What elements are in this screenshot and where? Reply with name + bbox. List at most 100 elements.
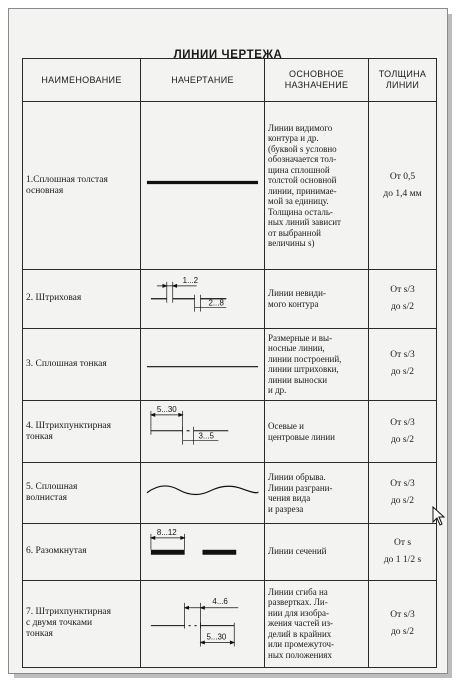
line-name: 7. Штрихпунктирная с двумя точками тонка…: [22, 579, 141, 668]
purpose-text: контура и др.: [268, 133, 319, 143]
table-row: 2. Штриховая 1...2: [22, 269, 437, 329]
dim-label: 5...30: [206, 632, 226, 641]
line-purpose: Размерные и вы- носные линии, линии пост…: [264, 327, 369, 401]
dash-dot-line-svg: 5...30 3...5: [149, 405, 229, 445]
line-name: 4. Штрихпунктирная тонкая: [22, 399, 141, 464]
line-thickness: От 0,5 до 1,4 мм: [368, 101, 437, 270]
line-sample-open: 8...12: [140, 522, 265, 581]
line-name-text: 1.Сплошная толстая: [26, 174, 108, 185]
purpose-text: Линии разграни-: [268, 482, 333, 493]
purpose-text: делий в крайних: [268, 628, 332, 639]
thickness-text: до 1,4 мм: [383, 188, 422, 199]
purpose-text: мого контура: [268, 298, 319, 309]
dim-label: 1...2: [183, 276, 198, 285]
header-name: НАИМЕНОВАНИЕ: [22, 58, 141, 102]
purpose-text: или промежуточ-: [268, 639, 335, 650]
line-name: 5. Сплошная волнистая: [22, 462, 141, 524]
header-purpose-line: ОСНОВНОЕ: [289, 69, 344, 79]
purpose-text: Линии обрыва.: [268, 472, 326, 483]
header-thickness-line: ТОЛЩИНА: [378, 69, 427, 79]
table-row: 6. Разомкнутая 8...12 Линии сечений От s: [22, 522, 437, 581]
thickness-text: От 0,5: [389, 171, 416, 182]
purpose-text: щина сплошной: [268, 164, 330, 175]
open-line-svg: 8...12: [149, 528, 237, 555]
purpose-text: толстой основной: [268, 175, 337, 185]
thickness-text: до 1 1/2 s: [383, 554, 422, 565]
purpose-text: величины s): [268, 238, 315, 248]
line-purpose: Линии обрыва. Линии разграни- чения вида…: [264, 462, 369, 524]
line-purpose: Линии сечений: [264, 522, 369, 581]
purpose-text: жения частей из-: [268, 618, 333, 629]
purpose-text: линии построений,: [268, 353, 342, 364]
thickness-text: до s/2: [390, 626, 415, 637]
purpose-text: ных положениях: [268, 649, 332, 660]
purpose-text: Толщина осталь-: [268, 206, 333, 217]
solid-thin-line-svg: [146, 365, 259, 367]
line-sample-dash-dot: 5...30 3...5: [140, 399, 265, 464]
thickness-text: От s/3: [390, 609, 415, 620]
header-thickness-line: ЛИНИИ: [385, 80, 420, 90]
purpose-text: (буквой s условно: [268, 143, 337, 154]
purpose-text: и разреза: [268, 503, 304, 514]
purpose-text: чения вида: [268, 493, 311, 504]
thickness-text: От s/3: [390, 284, 415, 295]
purpose-text: ных линий зависит: [268, 217, 341, 227]
wavy-line-svg: [146, 485, 259, 496]
purpose-text: развертках. Ли-: [268, 597, 328, 608]
thickness-text: до s/2: [390, 301, 415, 312]
purpose-text: Осевые и: [268, 421, 304, 432]
line-sample-solid-thin: [140, 327, 265, 401]
dim-label: 4...6: [212, 596, 228, 605]
drawing-lines-table: НАИМЕНОВАНИЕ НАЧЕРТАНИЕ ОСНОВНОЕ НАЗНАЧЕ…: [22, 58, 437, 668]
line-name: 1.Сплошная толстая основная: [22, 101, 141, 270]
dim-label: 5...30: [157, 405, 177, 414]
header-purpose: ОСНОВНОЕ НАЗНАЧЕНИЕ: [264, 58, 369, 102]
line-name-text: 7. Штрихпунктирная: [26, 607, 111, 618]
purpose-text: Линии сечений: [268, 546, 327, 557]
line-purpose: Линии сгиба на развертках. Ли- нии для и…: [264, 579, 369, 668]
line-name-text: 2. Штриховая: [26, 293, 82, 304]
line-name-text: 6. Разомкнутая: [26, 546, 87, 557]
purpose-text: обозначается тол-: [268, 154, 337, 164]
thickness-text: до s/2: [390, 496, 415, 507]
thickness-text: От s: [393, 537, 412, 548]
purpose-text: и др.: [268, 385, 287, 396]
purpose-text: Размерные и вы-: [268, 332, 333, 343]
line-sample-dashed: 1...2 2...8: [140, 269, 265, 329]
header-purpose-line: НАЗНАЧЕНИЕ: [284, 80, 349, 90]
line-thickness: От s/3 до s/2: [368, 579, 437, 668]
purpose-text: носные линии,: [268, 343, 325, 354]
line-sample-solid-thick: [140, 101, 265, 270]
line-name: 3. Сплошная тонкая: [22, 327, 141, 401]
line-sample-dash-dot-dot: 4...6 5...30: [140, 579, 265, 668]
table-row: 3. Сплошная тонкая Размерные и вы- носны…: [22, 327, 437, 401]
mouse-cursor-icon: [432, 506, 446, 526]
purpose-text: линии, принимае-: [268, 185, 337, 196]
dim-label: 3...5: [199, 432, 215, 441]
line-purpose: Осевые и центровые линии: [264, 399, 369, 464]
header-thickness: ТОЛЩИНА ЛИНИИ: [368, 58, 437, 102]
line-purpose: Линии невиди- мого контура: [264, 269, 369, 329]
dim-label: 2...8: [208, 299, 224, 308]
dashed-line-svg: 1...2 2...8: [150, 276, 227, 312]
header-row: НАИМЕНОВАНИЕ НАЧЕРТАНИЕ ОСНОВНОЕ НАЗНАЧЕ…: [22, 58, 437, 102]
line-thickness: От s/3 до s/2: [368, 327, 437, 401]
dash-dot-dot-line-svg: 4...6 5...30: [150, 596, 239, 646]
line-name-text: 4. Штрихпунктирная: [26, 420, 111, 431]
line-name-text: 3. Сплошная тонкая: [26, 358, 107, 369]
line-thickness: От s/3 до s/2: [368, 269, 437, 329]
header-drawing: НАЧЕРТАНИЕ: [140, 58, 265, 102]
line-name: 2. Штриховая: [22, 269, 141, 329]
line-name-text: с двумя точками: [26, 618, 93, 629]
purpose-text: нии для изобра-: [268, 607, 330, 618]
dim-label: 8...12: [157, 528, 177, 537]
line-sample-wavy: [140, 462, 265, 524]
line-name-text: волнистая: [26, 493, 68, 504]
thickness-text: От s/3: [390, 417, 415, 428]
table-row: 1.Сплошная толстая основная Линии видимо…: [22, 101, 437, 270]
purpose-text: Линии сгиба на: [268, 586, 328, 597]
table-row: 4. Штрихпунктирная тонкая: [22, 399, 437, 464]
solid-thick-line-svg: [146, 180, 259, 185]
line-name-text: тонкая: [26, 629, 53, 640]
line-thickness: От s до 1 1/2 s: [368, 522, 437, 581]
